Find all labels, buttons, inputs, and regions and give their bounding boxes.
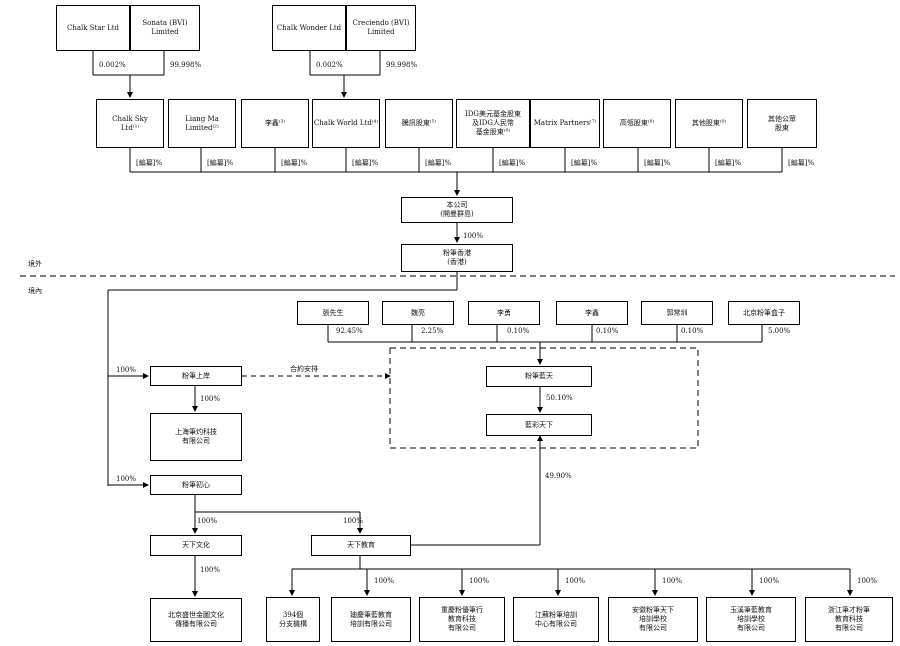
onshore-holder-box: 張先生 bbox=[297, 301, 369, 325]
wfoe2-box: 粉筆初心 bbox=[150, 475, 242, 495]
pct-label: 0.002% bbox=[99, 61, 126, 69]
onshore-label: 境內 bbox=[28, 287, 42, 295]
holder-chalk-star: Chalk Star Ltd bbox=[56, 5, 130, 51]
onshore-holder-box: 北京粉筆盒子 bbox=[728, 301, 800, 325]
education-box: 天下教育 bbox=[311, 535, 411, 556]
sub-box: 浙江筆才粉筆 教育科技 有限公司 bbox=[805, 597, 893, 642]
pct-label: 100% bbox=[463, 232, 484, 240]
shareholder-box: 高瓴股東⁽⁸⁾ bbox=[603, 99, 671, 148]
holder-creciendo: Creciendo (BVI) Limited bbox=[346, 5, 416, 51]
beijing-culture-box: 北京盛世金圖文化 傳播有限公司 bbox=[150, 598, 242, 642]
pct-label: 100% bbox=[197, 517, 218, 525]
pct-label: 0.10% bbox=[596, 327, 619, 335]
pct-label: 99.998% bbox=[170, 61, 202, 69]
pct-label: 100% bbox=[200, 395, 221, 403]
contract-label: 合約安排 bbox=[290, 365, 318, 373]
pct-label: 100% bbox=[565, 577, 586, 585]
pct-label: [編纂]% bbox=[425, 159, 452, 167]
pct-label: 99.998% bbox=[386, 61, 418, 69]
shareholder-box: 騰訊股東⁽⁵⁾ bbox=[385, 99, 453, 148]
lancai-box: 藍彩天下 bbox=[486, 414, 592, 436]
pct-label: [編纂]% bbox=[136, 159, 163, 167]
pct-label: 2.25% bbox=[421, 327, 444, 335]
pct-label: [編纂]% bbox=[571, 159, 598, 167]
sub-box: 玉溪筆藍教育 培訓學校 有限公司 bbox=[706, 597, 796, 642]
pct-label: 100% bbox=[200, 566, 221, 574]
sub-box: 重慶粉優筆行 教育科技 有限公司 bbox=[419, 597, 505, 642]
pct-label: 100% bbox=[469, 577, 490, 585]
shanghai-box: 上海筆灼科技 有限公司 bbox=[150, 413, 242, 461]
pct-label: 100% bbox=[662, 577, 683, 585]
pct-label: 5.00% bbox=[768, 327, 791, 335]
pct-label: 0.10% bbox=[681, 327, 704, 335]
hk-box: 粉筆香港 (香港) bbox=[401, 244, 513, 272]
culture-box: 天下文化 bbox=[150, 535, 242, 556]
shareholder-box: Matrix Partners⁽⁷⁾ bbox=[530, 99, 600, 148]
pct-label: 100% bbox=[116, 475, 137, 483]
shareholder-box: IDG美元基金股東 及IDG人民幣 基金股東⁽⁶⁾ bbox=[456, 99, 530, 148]
pct-label: [編纂]% bbox=[499, 159, 526, 167]
pct-label: [編纂]% bbox=[352, 159, 379, 167]
sub-box: 江蘇粉筆培訓 中心有限公司 bbox=[513, 597, 599, 642]
holder-chalk-wonder: Chalk Wonder Ltd bbox=[272, 5, 346, 51]
pct-label: 92.45% bbox=[336, 327, 363, 335]
shareholder-box: 李鑫⁽³⁾ bbox=[241, 99, 309, 148]
sub-box: 廸慶筆藍教育 培訓有限公司 bbox=[331, 597, 411, 642]
shareholder-box: 其他公眾 股東 bbox=[747, 99, 817, 148]
onshore-holder-box: 李鑫 bbox=[556, 301, 628, 325]
pct-label: 100% bbox=[374, 577, 395, 585]
pct-label: 49.90% bbox=[545, 472, 572, 480]
fenbi-lantian-box: 粉筆藍天 bbox=[486, 366, 592, 387]
company-box: 本公司 (開曼群島) bbox=[401, 197, 513, 223]
pct-label: [編纂]% bbox=[207, 159, 234, 167]
pct-label: 100% bbox=[116, 366, 137, 374]
holder-sonata: Sonata (BVI) Limited bbox=[130, 5, 200, 51]
pct-label: 0.10% bbox=[507, 327, 530, 335]
onshore-holder-box: 魏亮 bbox=[382, 301, 454, 325]
wfoe1-box: 粉筆上岸 bbox=[150, 366, 242, 386]
shareholder-box: 其他股東⁽⁹⁾ bbox=[675, 99, 743, 148]
onshore-holder-box: 郭常圳 bbox=[641, 301, 713, 325]
onshore-holder-box: 李勇 bbox=[468, 301, 540, 325]
shareholder-box: Chalk World Ltd⁽⁴⁾ bbox=[312, 99, 380, 148]
sub-box: 394個 分支機構 bbox=[266, 597, 320, 642]
pct-label: [編纂]% bbox=[644, 159, 671, 167]
offshore-label: 境外 bbox=[28, 260, 42, 268]
pct-label: 100% bbox=[343, 517, 364, 525]
shareholder-box: Chalk Sky Ltd⁽¹⁾ bbox=[96, 99, 164, 148]
pct-label: 100% bbox=[857, 577, 878, 585]
shareholder-box: Liang Ma Limited⁽²⁾ bbox=[168, 99, 236, 148]
pct-label: 50.10% bbox=[546, 394, 573, 402]
pct-label: 100% bbox=[759, 577, 780, 585]
pct-label: [編纂]% bbox=[281, 159, 308, 167]
sub-box: 安徽粉筆天下 培訓學校 有限公司 bbox=[608, 597, 698, 642]
pct-label: 0.002% bbox=[316, 61, 343, 69]
pct-label: [編纂]% bbox=[788, 159, 815, 167]
pct-label: [編纂]% bbox=[715, 159, 742, 167]
